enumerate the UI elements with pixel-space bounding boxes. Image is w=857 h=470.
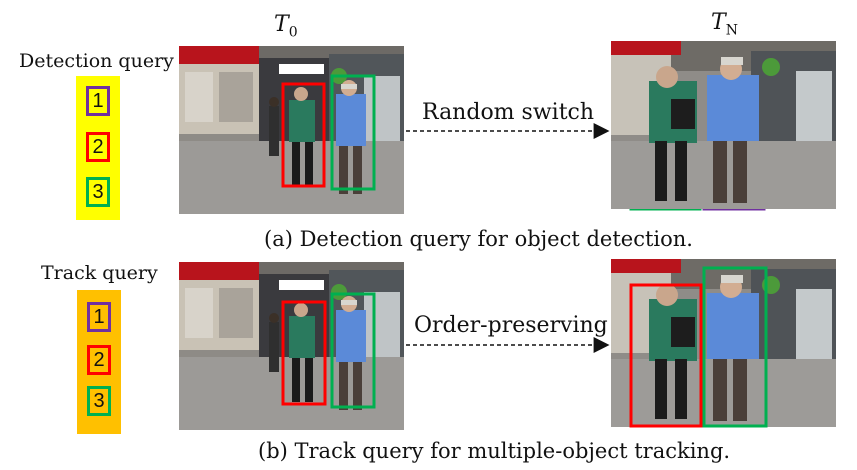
detection-query-1: 1 (86, 86, 110, 116)
frame-tn-top (611, 41, 836, 209)
track-query-label: Track query (41, 262, 158, 284)
track-query-3: 3 (87, 386, 111, 416)
frame-tn-bottom (611, 259, 836, 427)
frame-tn-bottom-image (611, 259, 836, 427)
detection-query-2: 2 (86, 132, 110, 162)
frame-t0-bottom (179, 262, 404, 430)
track-query-2: 2 (87, 345, 111, 375)
track-query-1: 1 (87, 302, 111, 332)
frame-t0-top-image (179, 46, 404, 214)
track-query-panel: 1 2 3 (77, 290, 121, 434)
caption-b: (b) Track query for multiple-object trac… (258, 439, 731, 463)
detection-query-3: 3 (86, 177, 110, 207)
t0-label-top: T0 (274, 12, 298, 41)
frame-t0-bottom-image (179, 262, 404, 430)
caption-a: (a) Detection query for object detection… (264, 227, 693, 251)
frame-tn-top-image (611, 41, 836, 209)
order-preserving-label: Order-preserving (414, 313, 608, 338)
frame-t0-top (179, 46, 404, 214)
detection-query-label: Detection query (19, 50, 174, 72)
tn-label-top: TN (711, 10, 738, 39)
detection-query-panel: 1 2 3 (76, 76, 120, 220)
random-switch-label: Random switch (422, 100, 595, 125)
